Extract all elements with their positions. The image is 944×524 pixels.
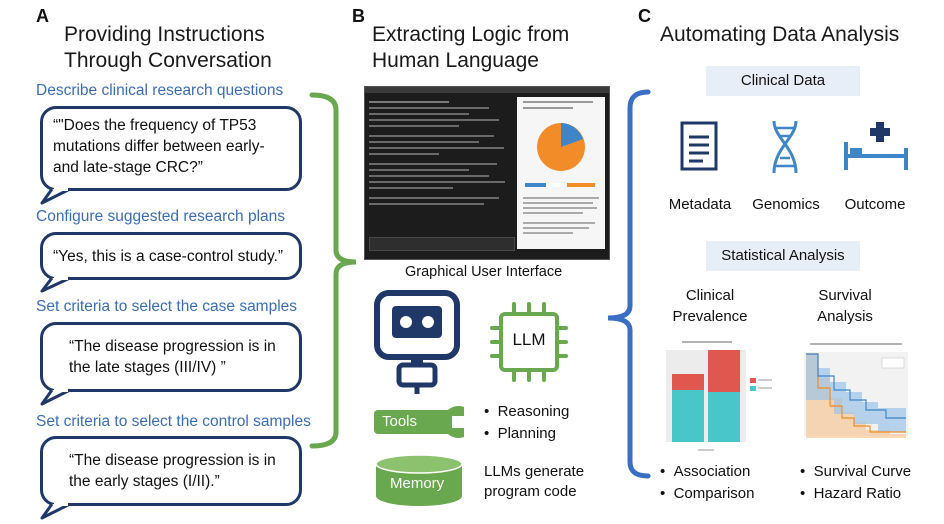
- bubble-3-line2: the late stages (III/IV) ”: [69, 359, 226, 376]
- gui-chat-log: [369, 97, 513, 249]
- memory-label: Memory: [390, 475, 445, 492]
- clinical-prevalence-line1: Clinical: [685, 287, 735, 304]
- genomics-label: Genomics: [752, 196, 820, 213]
- gui-titlebar: [365, 87, 609, 93]
- bullet-planning: • Planning: [484, 425, 556, 442]
- step-1-label: Describe clinical research questions: [36, 82, 284, 99]
- clinical-prevalence-line2: Prevalence: [672, 308, 748, 325]
- genomics-dna-icon: [772, 120, 798, 174]
- llm-note-line1: LLMs generate: [484, 463, 585, 480]
- clinical-data-header: Clinical Data: [706, 66, 860, 96]
- panel-a-letter: A: [36, 6, 49, 26]
- panel-b-title-line1: Extracting Logic from: [372, 23, 570, 46]
- outcome-label: Outcome: [844, 196, 906, 213]
- llm-chip-icon: [490, 302, 568, 382]
- bubble-control-criteria: “The disease progression is in the early…: [40, 436, 302, 506]
- panel-c-letter: C: [638, 6, 651, 26]
- bubble-research-plan: “Yes, this is a case-control study.”: [40, 232, 302, 280]
- survival-analysis-line2: Analysis: [817, 308, 873, 325]
- bubble-4-line1: “The disease progression is in: [69, 452, 276, 469]
- tools-label: Tools: [382, 413, 418, 430]
- bubble-2-line1: “Yes, this is a case-control study.”: [53, 248, 284, 265]
- tools-wrench-icon: [374, 406, 464, 438]
- step-3-label: Set criteria to select the case samples: [36, 298, 298, 315]
- bullet-comparison: • Comparison: [660, 485, 755, 502]
- gui-result-pane: [517, 97, 605, 249]
- bubble-1-line1: “"Does the frequency of TP53: [53, 117, 257, 134]
- bubble-1-tail: [40, 187, 71, 205]
- survival-curve-thumbnail: [790, 338, 922, 450]
- panel-b-letter: B: [352, 6, 365, 26]
- bullet-reasoning: • Reasoning: [484, 403, 570, 420]
- bubble-1-line3: and late-stage CRC?”: [53, 159, 203, 176]
- bubble-3-tail: [40, 388, 71, 406]
- gui-pie-chart: [537, 123, 585, 171]
- memory-database-icon: [375, 454, 463, 506]
- stacked-bar-thumbnail: [652, 338, 776, 456]
- bubble-1-line2: mutations differ between early-: [53, 138, 265, 155]
- bubble-3-line1: “The disease progression is in: [69, 338, 276, 355]
- bullet-hazard-ratio: • Hazard Ratio: [800, 485, 902, 502]
- survival-analysis-line1: Survival: [818, 287, 872, 304]
- metadata-label: Metadata: [668, 196, 732, 213]
- bubble-4-tail: [40, 502, 71, 520]
- bubble-research-question: “"Does the frequency of TP53 mutations d…: [40, 106, 302, 191]
- metadata-document-icon: [680, 121, 718, 171]
- outcome-hospital-bed-icon: [844, 122, 908, 170]
- bullet-association: • Association: [660, 463, 751, 480]
- llm-note-line2: program code: [484, 483, 577, 500]
- blue-bracket: [607, 89, 651, 479]
- robot-icon: [374, 290, 460, 394]
- bubble-4-line2: the early stages (I/II).”: [69, 473, 220, 490]
- bullet-survival-curve: • Survival Curve: [800, 463, 912, 480]
- panel-a-title-line1: Providing Instructions: [64, 23, 265, 46]
- llm-label: LLM: [512, 330, 546, 349]
- panel-c-title: Automating Data Analysis: [660, 23, 900, 46]
- statistical-analysis-header: Statistical Analysis: [706, 241, 860, 271]
- panel-a-title-line2: Through Conversation: [64, 49, 272, 72]
- gui-caption: Graphical User Interface: [405, 264, 563, 280]
- step-4-label: Set criteria to select the control sampl…: [36, 413, 311, 430]
- step-2-label: Configure suggested research plans: [36, 208, 286, 225]
- bubble-2-tail: [40, 276, 71, 293]
- gui-input-box: [369, 237, 515, 251]
- green-bracket: [309, 92, 357, 449]
- gui-screenshot: [364, 86, 610, 260]
- panel-b-title-line2: Human Language: [372, 49, 539, 72]
- bubble-case-criteria: “The disease progression is in the late …: [40, 322, 302, 392]
